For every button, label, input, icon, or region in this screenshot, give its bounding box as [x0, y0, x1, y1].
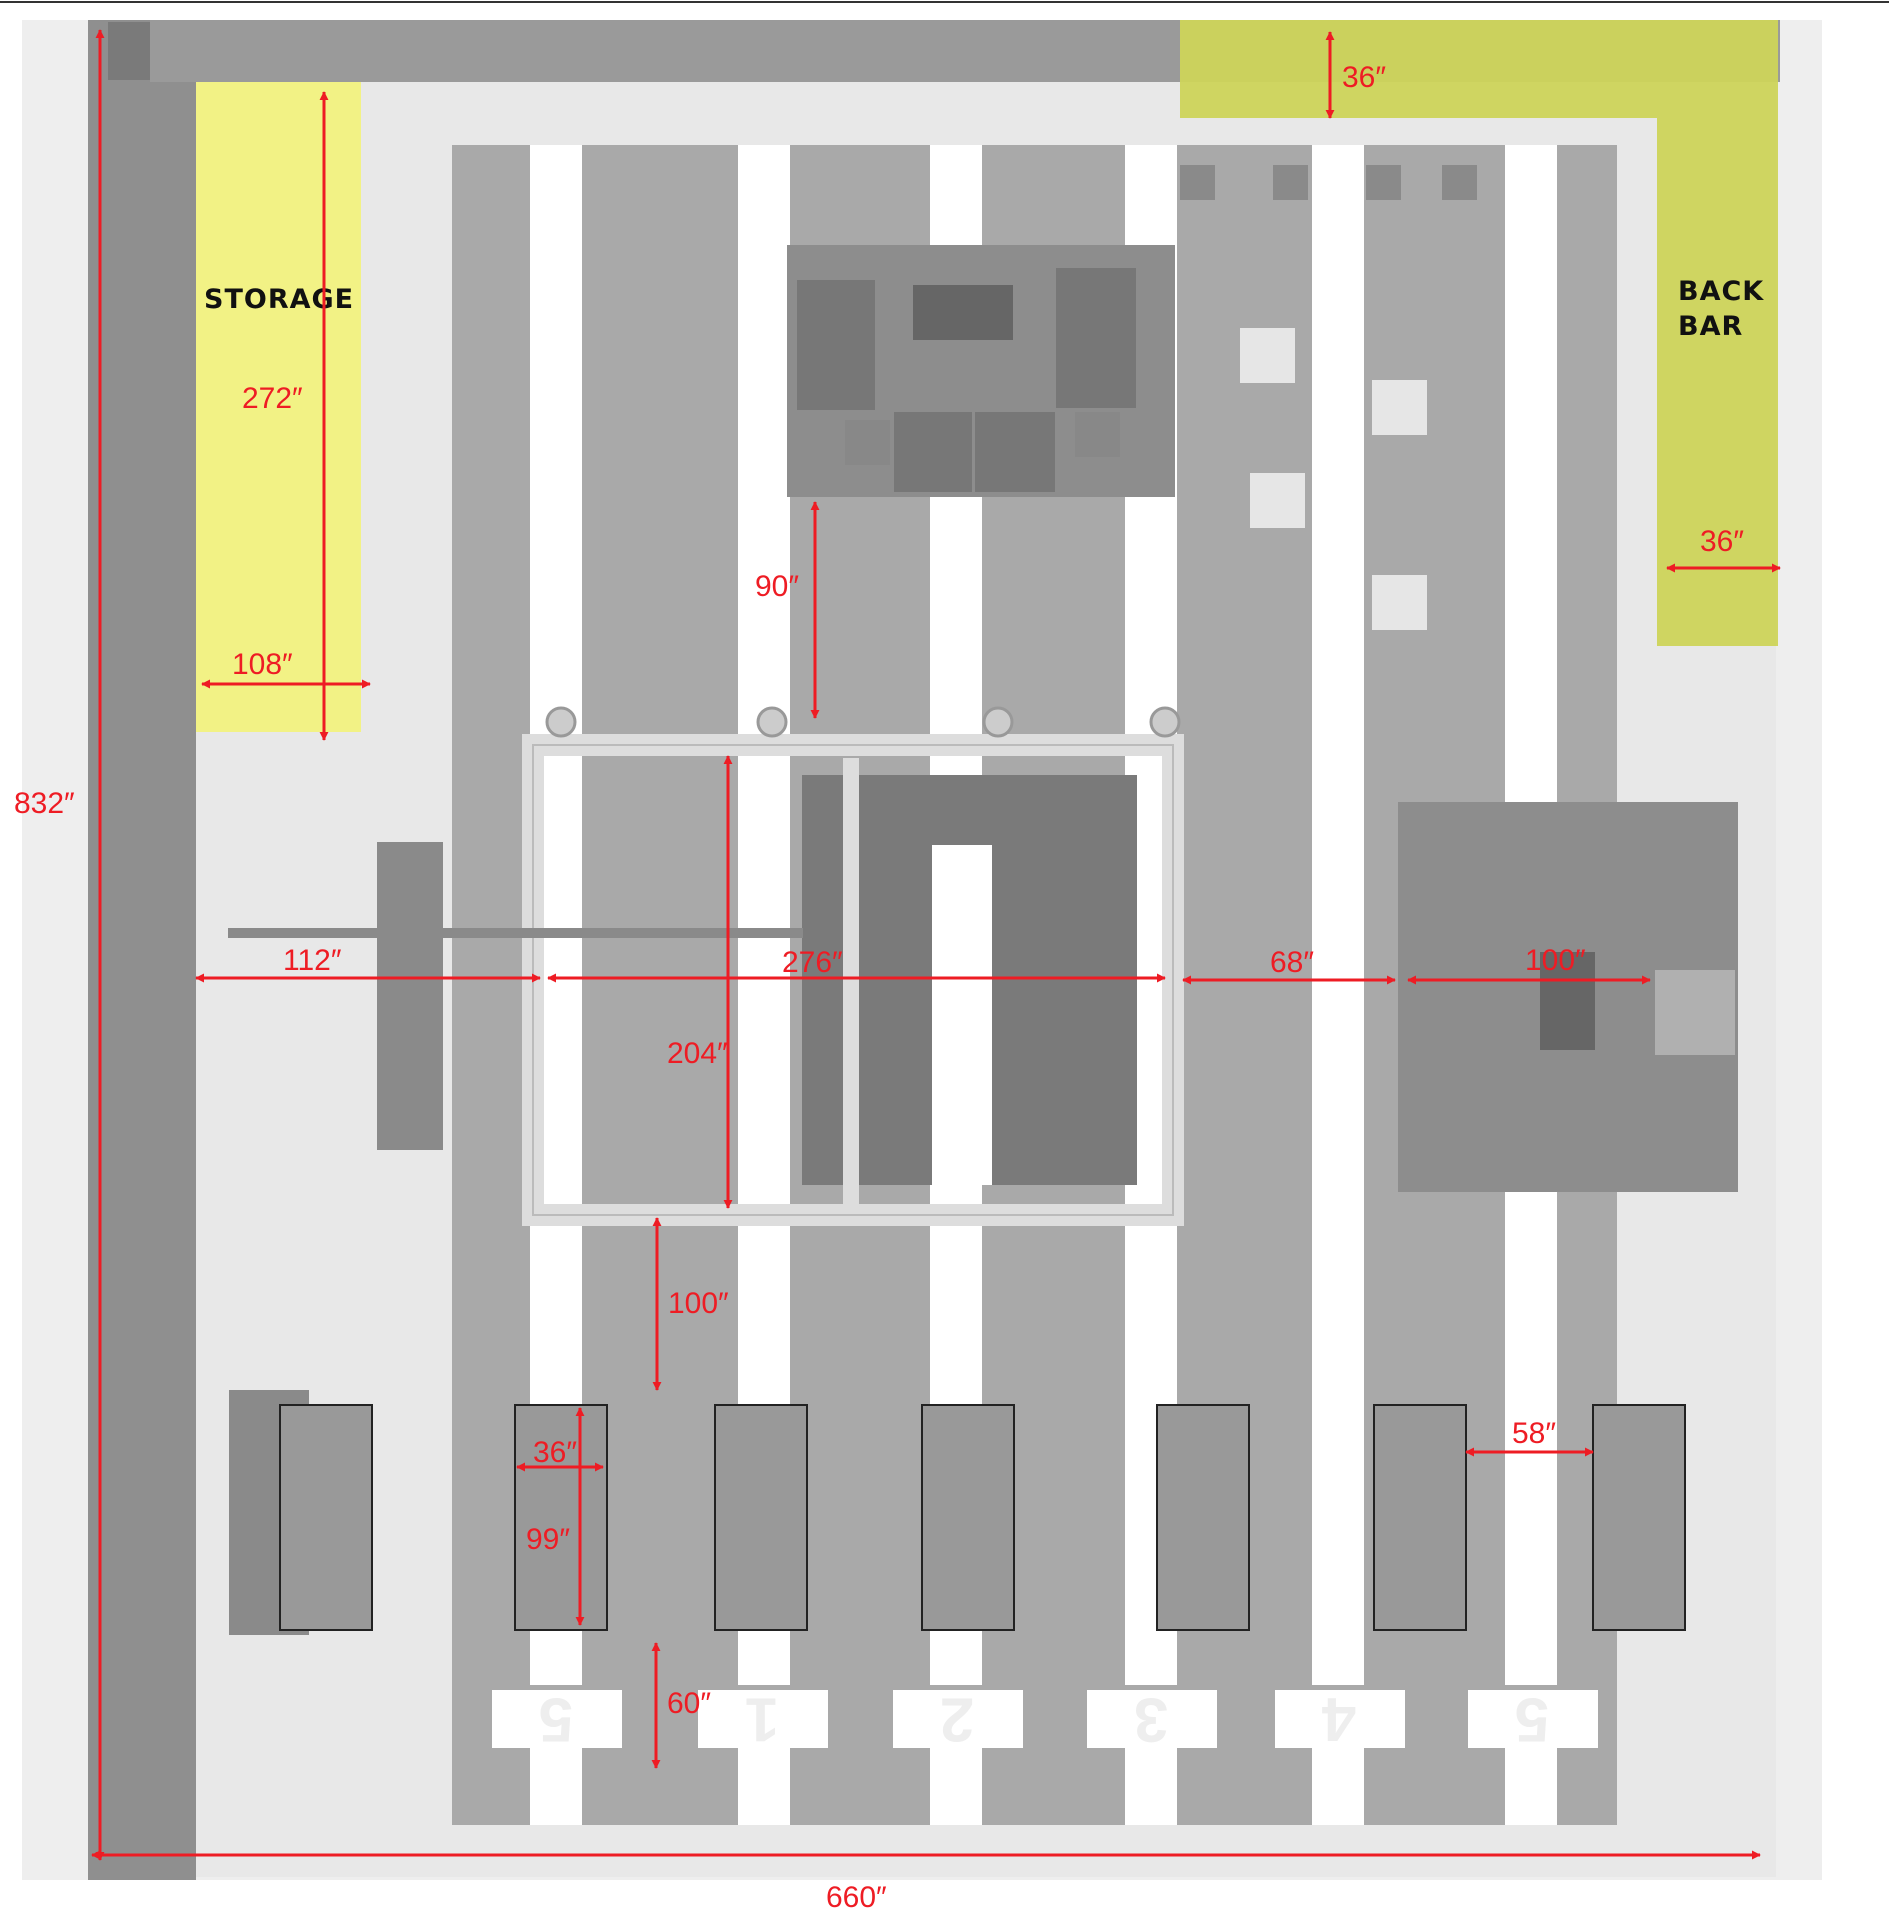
- table-row: [229, 1390, 373, 1635]
- dim-table-length: 99″: [526, 1523, 570, 1556]
- dimension-labels: 660″ 832″ 36″ 272″ 108″ 36″ 90″ 112″ 276…: [14, 61, 1744, 1914]
- top-lounge: [787, 245, 1175, 497]
- dim-wall-to-truss: 112″: [283, 944, 342, 977]
- back-bar-side: [1657, 118, 1778, 646]
- left-wall: [88, 20, 196, 1880]
- banquet-table: [514, 1404, 608, 1631]
- lane-number: 5: [539, 1685, 573, 1754]
- banquet-table: [1156, 1404, 1250, 1631]
- bar-rail: [228, 928, 803, 938]
- dim-storage-width: 108″: [232, 648, 293, 681]
- banquet-table: [1592, 1404, 1686, 1631]
- dim-truss-to-tables: 100″: [668, 1287, 729, 1320]
- banquet-table: [714, 1404, 808, 1631]
- right-lounge: [1398, 802, 1738, 1192]
- dim-overall-depth: 832″: [14, 787, 75, 820]
- lane-numbers: 5 1 2 3 4 5: [539, 1685, 1549, 1754]
- lane-number: 5: [1515, 1685, 1549, 1754]
- banquet-table: [1373, 1404, 1467, 1631]
- dim-table-spacing: 58″: [1512, 1417, 1556, 1450]
- banquet-table: [921, 1404, 1015, 1631]
- back-bar-label: BAR: [1678, 311, 1743, 342]
- dim-truss-to-lounge: 68″: [1270, 946, 1314, 979]
- dim-overall-width: 660″: [826, 1881, 887, 1914]
- lane-number: 2: [940, 1685, 974, 1754]
- dim-storage-length: 272″: [242, 382, 303, 415]
- lane-stripe: [1312, 145, 1364, 1825]
- banquet-tables: [229, 1390, 1686, 1635]
- lane-number: 3: [1134, 1685, 1168, 1754]
- storage-area: [196, 82, 361, 732]
- dim-back-bar-width: 36″: [1700, 525, 1744, 558]
- dim-back-bar-top: 36″: [1342, 61, 1386, 94]
- lane-number: 1: [745, 1685, 779, 1754]
- dim-table-width: 36″: [533, 1436, 577, 1469]
- dim-lounge-width: 100″: [1525, 944, 1586, 977]
- storage-label: STORAGE: [204, 284, 354, 315]
- dim-truss-width: 276″: [782, 946, 843, 979]
- back-bar-top: [1180, 20, 1778, 118]
- dimension-lines: [91, 29, 1781, 1861]
- left-wall-cap: [108, 22, 152, 80]
- cafe-tables: [1180, 165, 1477, 630]
- dim-lounge-to-truss: 90″: [755, 570, 799, 603]
- dim-truss-depth: 204″: [667, 1037, 728, 1070]
- lane-number-boxes: [492, 1690, 1598, 1748]
- dim-tables-to-lanes: 60″: [667, 1687, 711, 1720]
- left-bar-counter: [377, 842, 443, 1150]
- lane-number: 4: [1321, 1685, 1356, 1754]
- back-bar-label: BACK: [1678, 276, 1764, 307]
